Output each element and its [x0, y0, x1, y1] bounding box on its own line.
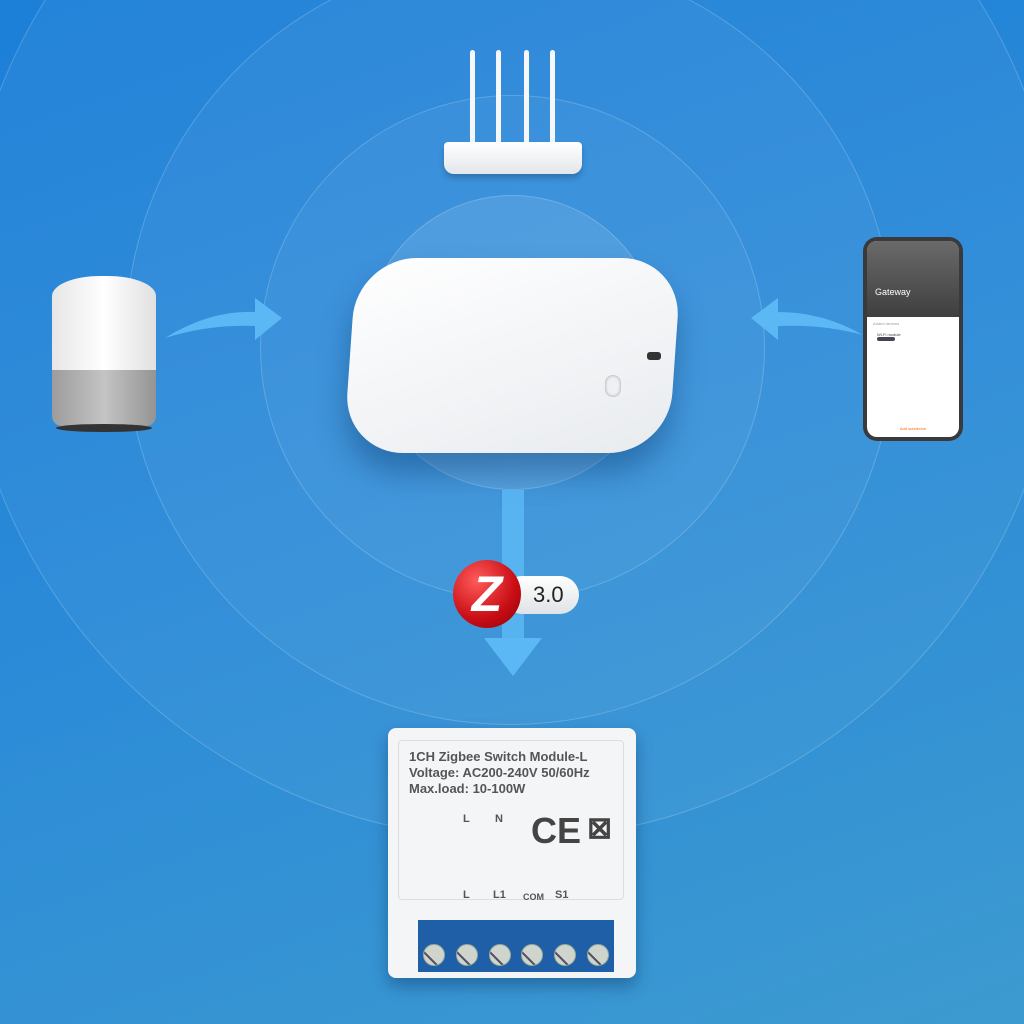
- screw-terminal: [553, 944, 576, 966]
- pin-label: N: [495, 813, 503, 825]
- weee-bin-icon: ⊠: [587, 812, 613, 845]
- module-voltage: Voltage: AC200-240V 50/60Hz: [409, 765, 590, 780]
- arrow-left-icon: [751, 298, 863, 340]
- usb-port-icon: [647, 352, 661, 360]
- hub-button: [605, 375, 621, 397]
- module-label: 1CH Zigbee Switch Module-L Voltage: AC20…: [398, 740, 624, 902]
- pin-label: L: [463, 813, 470, 825]
- app-title: Gateway: [867, 241, 959, 317]
- arrow-right-icon: [165, 298, 282, 340]
- phone-screen: Gateway Added devices Wi-Fi module Add s…: [867, 241, 959, 437]
- zigbee-switch-module: 1CH Zigbee Switch Module-L Voltage: AC20…: [388, 728, 636, 978]
- screw-terminal: [586, 944, 609, 966]
- screw-terminal: [488, 944, 511, 966]
- zigbee-logo-icon: Z: [453, 560, 521, 628]
- pin-label: L1: [493, 889, 506, 901]
- terminal-block: [418, 920, 614, 972]
- add-subdevice-button: Add subdevice: [899, 426, 927, 431]
- module-title: 1CH Zigbee Switch Module-L: [409, 749, 588, 764]
- device-name: Wi-Fi module: [877, 332, 901, 337]
- module-maxload: Max.load: 10-100W: [409, 781, 526, 796]
- screw-terminal: [521, 944, 544, 966]
- pin-label: COM: [523, 892, 544, 902]
- smartphone: Gateway Added devices Wi-Fi module Add s…: [863, 237, 963, 441]
- pin-label: S1: [555, 889, 569, 901]
- app-section: Added devices: [873, 321, 900, 326]
- zigbee-gateway-hub: [343, 258, 682, 453]
- screw-terminal: [423, 944, 446, 966]
- app-device-item: Wi-Fi module: [877, 332, 949, 346]
- screw-terminal: [455, 944, 478, 966]
- pin-label: L: [463, 889, 470, 901]
- smart-speaker-icon: [52, 276, 156, 432]
- zigbee-3-badge: 3.0 Z: [453, 560, 579, 630]
- wifi-router-icon: [444, 50, 582, 174]
- ce-mark: CE: [531, 810, 582, 851]
